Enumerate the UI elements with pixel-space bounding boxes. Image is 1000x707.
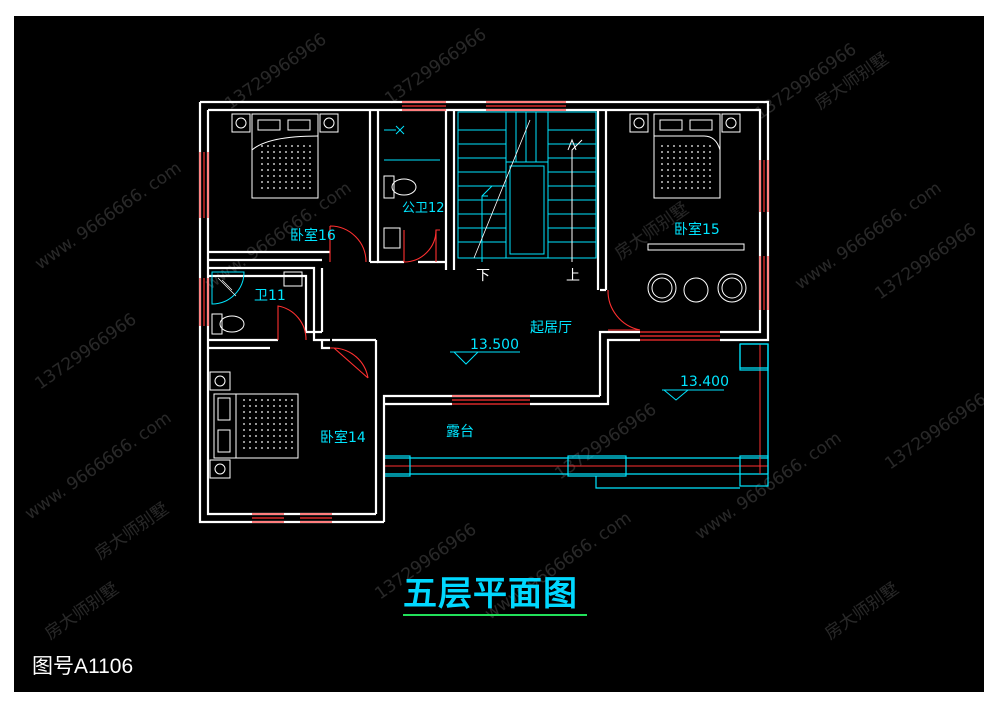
furniture — [209, 113, 747, 479]
toilet-icon — [383, 125, 440, 249]
title-underline — [403, 614, 587, 616]
watermark-site: www. 9666666. com — [31, 158, 185, 274]
watermark-site: www. 9666666. com — [791, 178, 945, 294]
bed-pattern — [243, 145, 711, 449]
terrace-railing — [383, 343, 769, 489]
elevation-living: 13.500 — [470, 337, 519, 353]
doors — [277, 225, 641, 379]
room-label-bath-11: 卫11 — [254, 288, 286, 304]
drawing-number: 图号A1106 — [32, 655, 134, 678]
watermark-phone: 13729966966 — [881, 389, 990, 474]
shower-icon — [211, 271, 303, 335]
room-label-bedroom-16: 卧室16 — [290, 227, 336, 244]
stair-down-label: 下 — [476, 268, 490, 284]
stair-up-label: 上 — [566, 268, 580, 284]
watermark-phone: 13729966966 — [31, 309, 140, 394]
elevation-markers — [450, 351, 724, 401]
cad-canvas — [14, 16, 984, 692]
watermark-brand: 房大师别墅 — [821, 579, 902, 644]
walls — [198, 100, 770, 524]
room-label-public-bath-12: 公卫12 — [402, 201, 445, 216]
bed-icon — [231, 113, 339, 199]
room-label-terrace: 露台 — [446, 424, 474, 440]
staircase — [457, 111, 597, 262]
watermark-brand: 房大师别墅 — [91, 499, 172, 564]
bed-icon — [629, 113, 747, 303]
watermark-brand: 房大师别墅 — [41, 579, 122, 644]
watermark-phone: 13729966966 — [381, 24, 490, 109]
room-label-bedroom-15: 卧室15 — [674, 221, 720, 238]
windows — [199, 101, 769, 523]
bed-icon — [209, 371, 299, 479]
drawing-title: 五层平面图 — [403, 574, 578, 614]
elevation-terrace: 13.400 — [680, 374, 729, 390]
room-label-living-room: 起居厅 — [530, 320, 572, 336]
room-label-bedroom-14: 卧室14 — [320, 429, 366, 446]
